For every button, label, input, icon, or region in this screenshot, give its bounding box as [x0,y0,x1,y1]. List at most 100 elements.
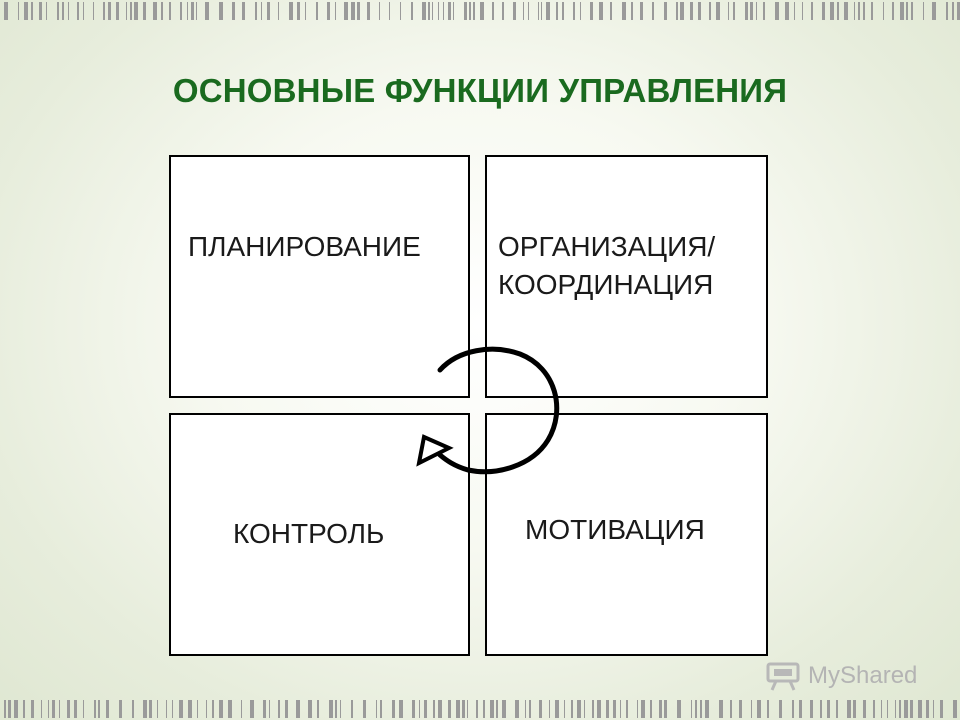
stripe [590,2,593,20]
stripe [389,2,390,20]
stripe [335,2,336,20]
stripe [31,700,34,718]
stripe [363,700,366,718]
stripe [106,700,109,718]
stripe [899,700,901,718]
stripe [871,2,873,20]
stripe [887,700,888,718]
stripe [933,700,934,718]
stripe [392,700,395,718]
stripe [424,700,427,718]
stripe [376,700,377,718]
stripe [700,700,702,718]
projector-icon [766,662,800,691]
box-motivation-label: МОТИВАЦИЯ [525,514,705,545]
stripe [130,2,132,20]
stripe [895,700,896,718]
stripe [456,700,460,718]
stripe [98,700,100,718]
stripe [48,700,49,718]
stripe [779,700,782,718]
stripe [810,700,813,718]
stripe [467,700,468,718]
stripe [513,2,516,20]
stripe [695,700,697,718]
stripe [637,700,638,718]
stripe [763,2,765,20]
stripe [419,700,420,718]
stripe [412,700,415,718]
stripe [664,700,667,718]
stripe [496,700,498,718]
stripe [399,700,403,718]
top-stripes [4,2,960,20]
stripe [691,700,692,718]
stripe [881,700,882,718]
stripe [599,2,603,20]
stripe [844,2,848,20]
stripe [910,700,913,718]
stripe [538,2,539,20]
stripe [918,700,922,718]
stripe [149,700,152,718]
stripe [556,2,558,20]
stripe [502,700,506,718]
stripe [904,700,908,718]
box-control-label: КОНТРОЛЬ [233,518,385,549]
stripe [650,700,652,718]
stripe [610,2,612,20]
stripe [546,2,550,20]
stripe [68,2,69,20]
stripe [143,2,146,20]
stripe [529,700,531,718]
stripe [62,2,64,20]
stripe [18,2,19,20]
stripe [255,2,257,20]
stripe [883,2,884,20]
stripe [854,2,855,20]
stripe [719,700,723,718]
stripe [191,2,194,20]
stripe [541,2,542,20]
stripe [946,2,948,20]
stripe [464,2,467,20]
stripe [367,2,370,20]
stripe [74,700,77,718]
stripe [822,2,825,20]
stripe [571,700,573,718]
stripe [400,2,401,20]
stripe [438,2,439,20]
stripe [4,700,6,718]
stripe [613,700,616,718]
stripe [327,2,330,20]
box-motivation: МОТИВАЦИЯ [485,413,768,656]
stripe [502,2,504,20]
stripe [196,2,197,20]
stripe [24,2,28,20]
stripe [108,2,111,20]
stripe [641,700,645,718]
stripe [847,700,851,718]
stripe [351,2,355,20]
stripe [448,700,451,718]
stripe [767,700,769,718]
stripe [261,2,262,20]
stripe [134,2,138,20]
stripe [242,2,245,20]
box-planning: ПЛАНИРОВАНИЕ [169,155,470,398]
stripe [716,2,720,20]
stripe [8,700,11,718]
stripe [77,2,79,20]
stripe [739,700,742,718]
stripe [953,700,957,718]
box-organization-label: ОРГАНИЗАЦИЯ/ КООРДИНАЦИЯ [498,231,716,300]
stripe [305,2,306,20]
stripe [923,2,924,20]
stripe [577,700,581,718]
stripe [161,2,163,20]
stripe [584,700,585,718]
stripe [830,2,834,20]
stripe [528,2,529,20]
stripe [317,700,319,718]
stripe [228,700,232,718]
